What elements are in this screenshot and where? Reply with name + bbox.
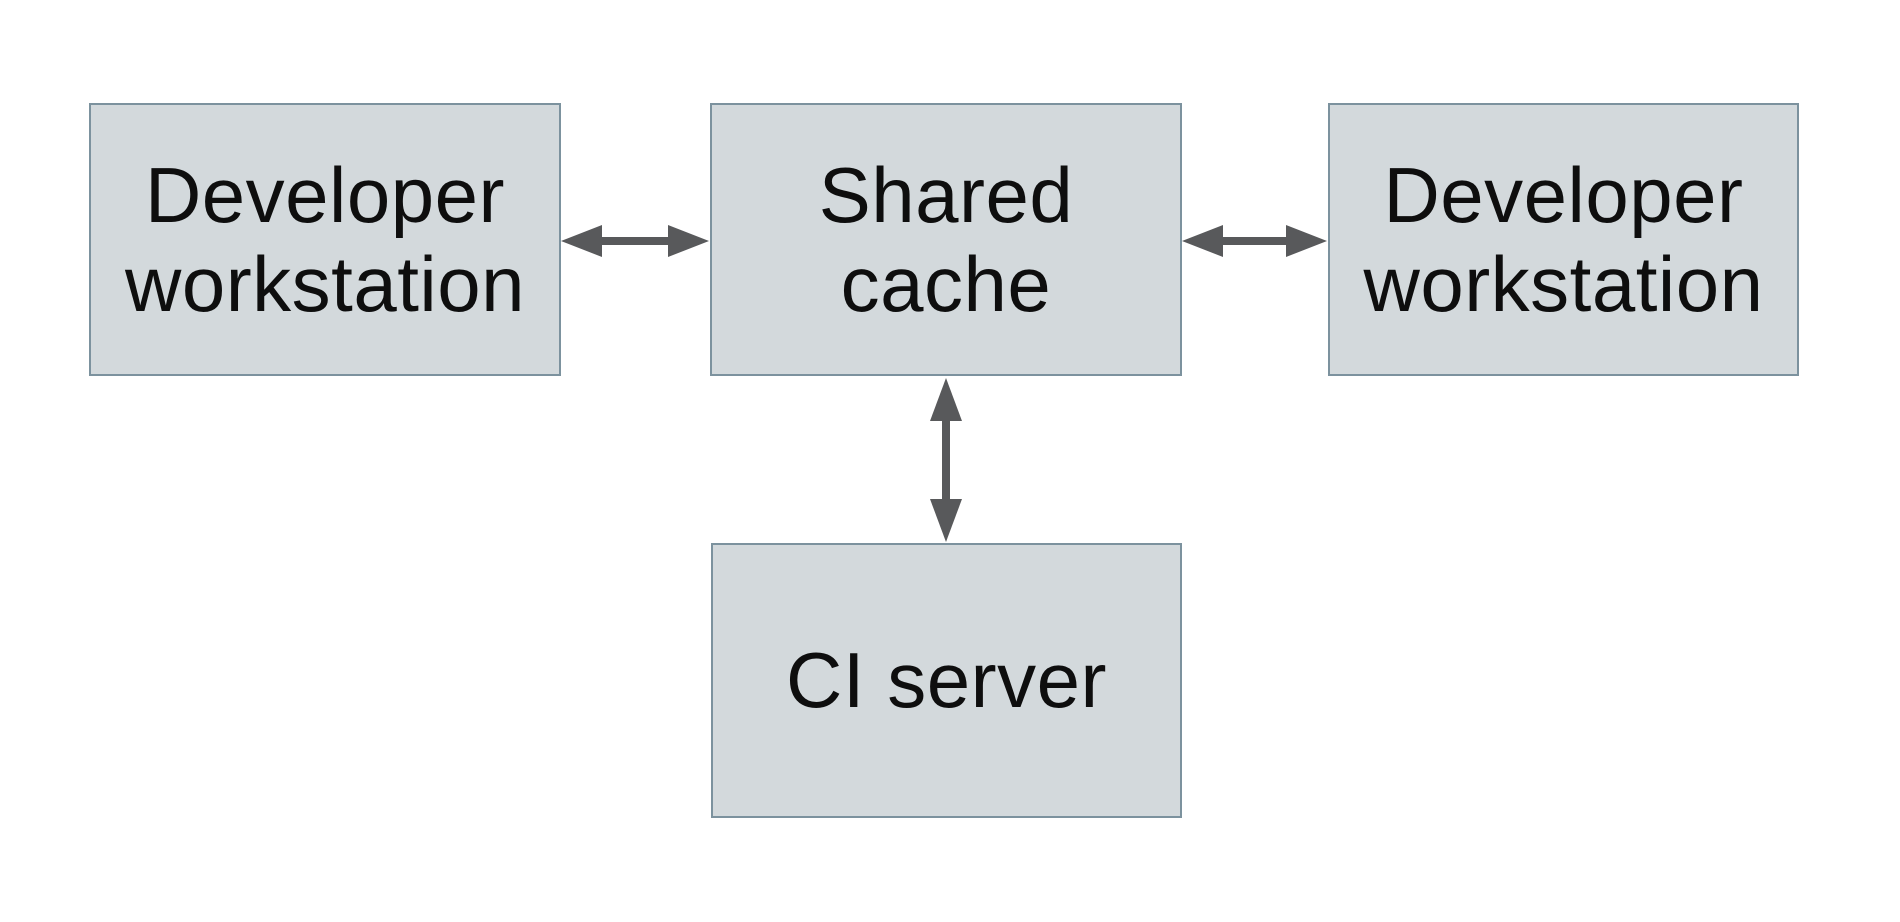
node-developer-workstation-right: Developer workstation — [1328, 103, 1799, 376]
node-label: Developer workstation — [1364, 151, 1764, 327]
node-label-line: Developer — [1383, 151, 1744, 240]
node-label-line: Developer — [144, 151, 506, 240]
node-developer-workstation-left: Developer workstation — [89, 103, 561, 376]
node-label: Developer workstation — [125, 151, 525, 327]
double-arrow-icon — [561, 225, 709, 257]
node-label: CI server — [786, 636, 1107, 724]
bidirectional-arrow-cache-ci-server — [924, 377, 968, 543]
bidirectional-arrow-cache-workstation-right — [1181, 219, 1328, 263]
double-arrow-icon — [930, 378, 962, 542]
node-label-line: workstation — [125, 239, 525, 328]
node-label-line: CI server — [786, 636, 1107, 725]
node-label-line: Shared — [818, 151, 1074, 240]
node-label: Shared cache — [819, 151, 1074, 327]
bidirectional-arrow-workstation-left-cache — [560, 219, 710, 263]
node-label-line: cache — [840, 239, 1052, 328]
node-ci-server: CI server — [711, 543, 1182, 818]
node-label-line: workstation — [1363, 239, 1764, 328]
double-arrow-icon — [1182, 225, 1327, 257]
node-shared-cache: Shared cache — [710, 103, 1182, 376]
